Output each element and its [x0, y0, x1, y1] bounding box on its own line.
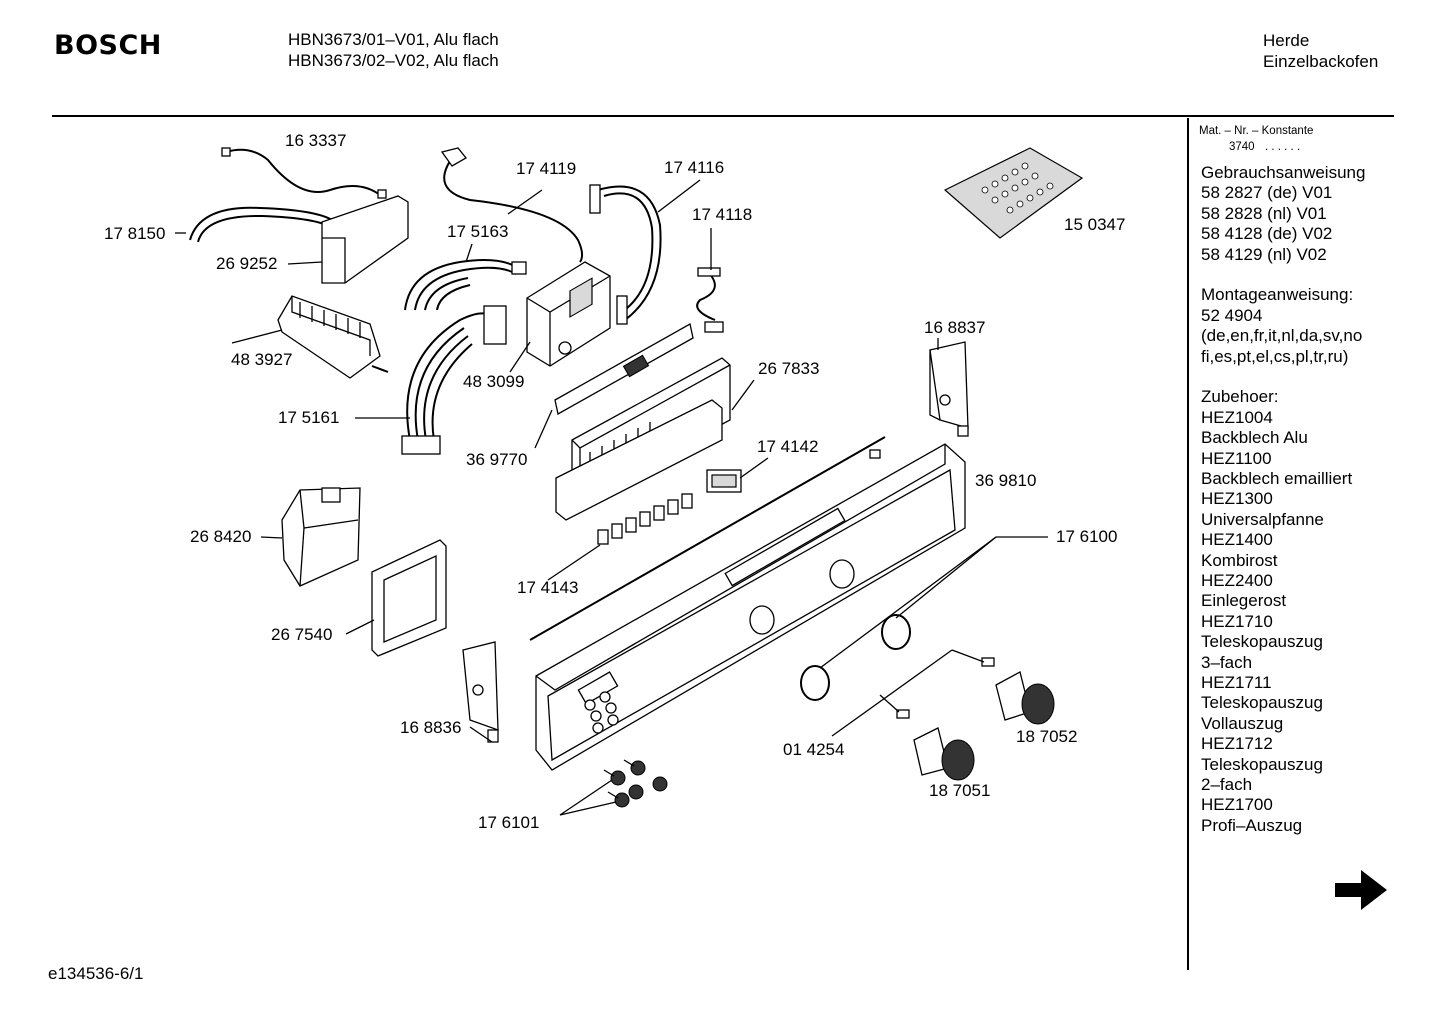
sidebar-line: HEZ1700	[1201, 795, 1273, 815]
sidebar-line: Gebrauchsanweisung	[1201, 163, 1366, 182]
display-frame-part-icon	[555, 357, 731, 521]
model-line-1: HBN3673/01–V01, Alu flach	[288, 30, 499, 49]
exploded-parts-diagram	[175, 147, 1084, 816]
sidebar-line: 58 4128 (de) V02	[1201, 224, 1333, 244]
part-label: 17 5161	[278, 408, 340, 427]
arrow-right-icon[interactable]	[1333, 868, 1389, 912]
sidebar-line: 58 4129 (nl) V02	[1201, 244, 1327, 264]
sidebar-line: HEZ1710	[1201, 611, 1273, 631]
bracket-part-icon	[929, 341, 969, 437]
control-module-part-icon	[526, 261, 611, 367]
sidebar-line: Teleskopauszug	[1201, 693, 1323, 713]
model-line-2: HBN3673/02–V02, Alu flach	[288, 51, 499, 70]
part-label: 18 7051	[929, 781, 991, 800]
part-label: 17 4119	[516, 159, 577, 178]
part-label: 48 3099	[463, 372, 525, 391]
mounting-frame-part-icon	[371, 539, 447, 657]
part-label: 26 9252	[216, 254, 278, 273]
sidebar-line: Einlegerost	[1201, 591, 1287, 611]
cable-part-icon	[197, 214, 333, 243]
part-label: 17 8150	[104, 224, 166, 243]
part-label: 16 8837	[924, 318, 986, 337]
control-panel-part-icon	[535, 443, 966, 771]
ring-part-icon	[881, 614, 911, 650]
sidebar-divider	[1187, 118, 1189, 970]
sidebar-line: fi,es,pt,el,cs,pl,tr,ru)	[1201, 346, 1349, 366]
sidebar-line: Teleskopauszug	[1201, 632, 1323, 652]
cable-part-icon	[696, 267, 724, 333]
mat-number-dots: . . . . . .	[1265, 141, 1301, 153]
part-label: 26 8420	[190, 527, 252, 546]
sidebar-line: 52 4904	[1201, 305, 1263, 325]
part-label: 01 4254	[783, 740, 845, 759]
sidebar-line: HEZ1300	[1201, 489, 1273, 509]
cable-part-icon	[221, 147, 387, 199]
part-label: 18 7052	[1016, 727, 1078, 746]
screw-bag-part-icon	[943, 147, 1084, 239]
part-label: 36 9810	[975, 471, 1037, 490]
relay-housing-part-icon	[281, 487, 361, 587]
cable-part-icon	[440, 147, 584, 263]
category-line-1: Herde	[1263, 31, 1310, 50]
document-code: e134536-6/1	[48, 964, 144, 983]
sidebar-line: HEZ1712	[1201, 734, 1273, 754]
mat-number-value: 3740	[1229, 141, 1255, 153]
part-label: 48 3927	[231, 350, 293, 369]
part-label: 15 0347	[1064, 215, 1126, 234]
part-label: 36 9770	[466, 450, 528, 469]
sidebar-line: HEZ1711	[1201, 673, 1272, 692]
knob-part-icon	[896, 709, 975, 781]
sidebar-line: 58 2827 (de) V01	[1201, 183, 1333, 203]
sidebar-line: 3–fach	[1201, 652, 1253, 672]
sidebar-line: Backblech Alu	[1201, 428, 1308, 448]
category-line-2: Einzelbackofen	[1263, 52, 1379, 71]
cable-part-icon	[589, 184, 662, 325]
small-knob-part-icon	[603, 759, 668, 808]
sidebar-line: 2–fach	[1201, 775, 1253, 794]
cable-part-icon	[404, 259, 527, 311]
part-label: 17 5163	[447, 222, 509, 241]
part-label: 17 4118	[692, 205, 753, 224]
part-label: 17 6101	[478, 813, 540, 832]
sidebar-line: Zubehoer:	[1201, 387, 1279, 407]
sidebar-line: HEZ2400	[1201, 571, 1273, 590]
sidebar-line: HEZ1100	[1201, 448, 1272, 468]
sidebar-line: Teleskopauszug	[1201, 754, 1323, 774]
sidebar-line: 58 2828 (nl) V01	[1201, 203, 1327, 223]
knob-part-icon	[981, 657, 1055, 725]
part-label: 17 4116	[664, 158, 725, 177]
button-strip-part-icon	[597, 493, 693, 545]
part-label: 16 8836	[400, 718, 462, 737]
part-label: 17 6100	[1056, 527, 1118, 546]
sidebar-line: HEZ1004	[1201, 407, 1273, 427]
ring-part-icon	[800, 665, 830, 701]
terminal-block-part-icon	[277, 295, 389, 379]
cable-part-icon	[189, 206, 336, 241]
mat-number-label: Mat. – Nr. – Konstante	[1199, 125, 1314, 137]
part-label: 26 7833	[758, 359, 820, 378]
leader-lines	[175, 179, 1048, 816]
display-board-part-icon	[554, 323, 694, 415]
part-label: 16 3337	[285, 131, 347, 150]
circuit-board-part-icon	[321, 195, 409, 284]
sidebar-line: HEZ1400	[1201, 530, 1273, 550]
sidebar-line: Vollauszug	[1201, 713, 1284, 733]
sidebar-line: Kombirost	[1201, 550, 1278, 570]
part-label: 26 7540	[271, 625, 333, 644]
part-label: 17 4143	[517, 578, 579, 597]
sidebar-line: Profi–Auszug	[1201, 815, 1303, 835]
part-label: 17 4142	[757, 437, 819, 456]
brand-logo: BOSCH	[54, 30, 162, 61]
bracket-part-icon	[462, 641, 499, 743]
sidebar-line: (de,en,fr,it,nl,da,sv,no	[1201, 326, 1363, 346]
sidebar-line: Universalpfanne	[1201, 509, 1324, 529]
sidebar-line: Montageanweisung:	[1201, 285, 1354, 305]
cable-part-icon	[401, 305, 507, 455]
seal-strip-part-icon	[529, 436, 886, 641]
sidebar-line: Backblech emailliert	[1201, 469, 1353, 488]
header-divider	[52, 115, 1394, 117]
